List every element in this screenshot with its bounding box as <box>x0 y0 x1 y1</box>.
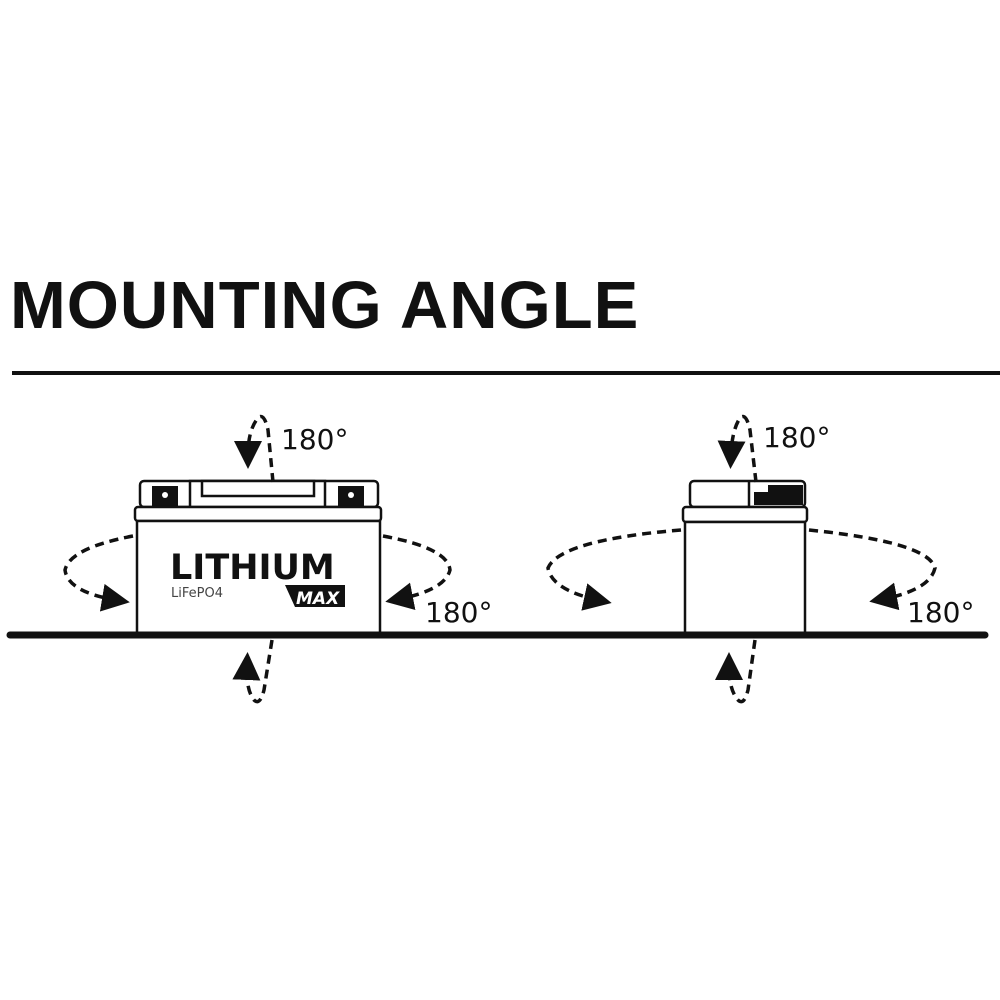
battery-badge: MAX <box>296 589 340 609</box>
angle-label-side: 180° <box>907 596 974 629</box>
angle-label-top: 180° <box>281 423 348 456</box>
rotate-left-arrow-icon <box>63 534 134 612</box>
battery-chemistry: LiFePO4 <box>171 586 223 601</box>
angle-label-side: 180° <box>425 596 492 629</box>
rotate-left-arrow-icon <box>546 528 682 611</box>
rotate-right-arrow-icon <box>382 534 452 611</box>
left-battery: LITHIUM LiFePO4 MAX <box>133 479 383 635</box>
rotate-top-arrow-icon <box>717 414 758 483</box>
battery-brand: LITHIUM <box>170 548 335 588</box>
rotate-bottom-arrow-icon <box>715 639 757 704</box>
diagram-title: MOUNTING ANGLE <box>10 268 640 343</box>
rotate-top-arrow-icon <box>234 414 275 483</box>
right-battery-side-view <box>681 479 809 635</box>
rotate-right-arrow-icon <box>808 528 937 611</box>
angle-label-top: 180° <box>763 421 830 454</box>
rotate-bottom-arrow-icon <box>232 639 274 704</box>
